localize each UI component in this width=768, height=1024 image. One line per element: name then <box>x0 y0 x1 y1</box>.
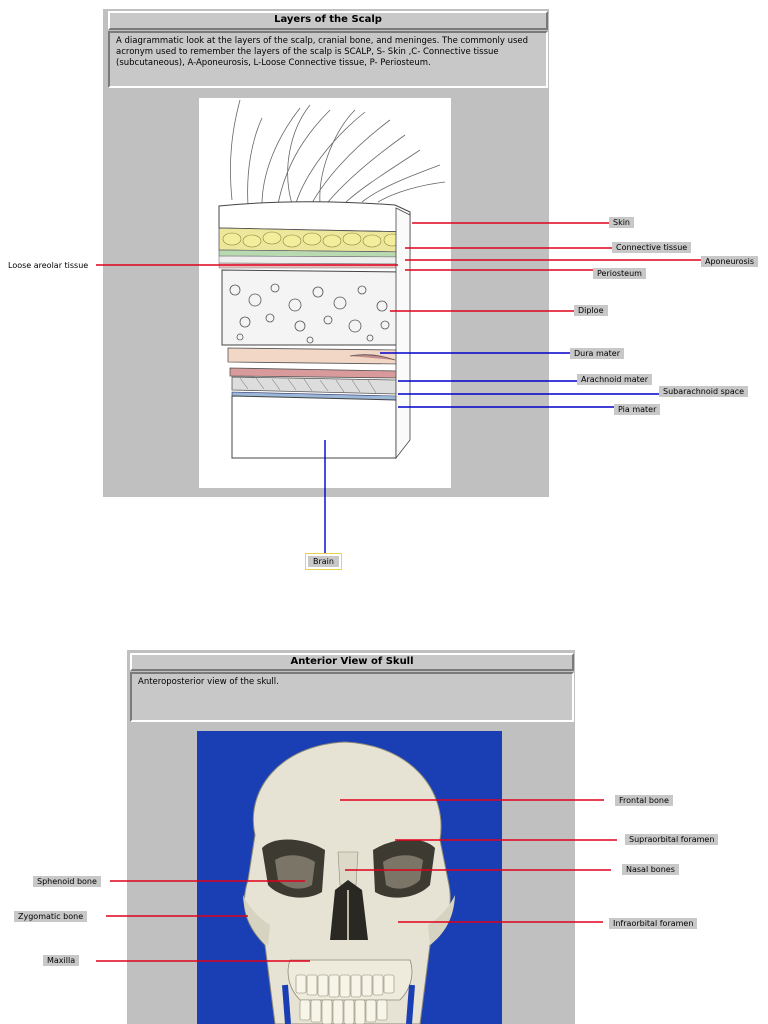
label-sphenoid-bone: Sphenoid bone <box>33 876 101 887</box>
label-brain: Brain <box>308 556 339 567</box>
label-frontal-bone: Frontal bone <box>615 795 673 806</box>
label-subarachnoid-space: Subarachnoid space <box>659 386 749 397</box>
label-dura-mater: Dura mater <box>570 348 625 359</box>
brain-label-box: Brain <box>305 553 342 570</box>
label-arachnoid-mater: Arachnoid mater <box>577 374 652 385</box>
label-aponeurosis: Aponeurosis <box>701 256 759 267</box>
label-pia-mater: Pia mater <box>614 404 661 415</box>
label-periosteum: Periosteum <box>593 268 646 279</box>
label-supraorbital-foramen: Supraorbital foramen <box>625 834 719 845</box>
label-loose-areolar-tissue: Loose areolar tissue <box>8 261 89 270</box>
label-connective-tissue: Connective tissue <box>612 242 692 253</box>
label-diploe: Diploe <box>574 305 608 316</box>
skull-title: Anterior View of Skull <box>130 653 574 671</box>
label-nasal-bones: Nasal bones <box>622 864 679 875</box>
scalp-title: Layers of the Scalp <box>108 11 548 30</box>
label-infraorbital-foramen: Infraorbital foramen <box>609 918 698 929</box>
skull-description: Anteroposterior view of the skull. <box>130 672 574 722</box>
label-skin: Skin <box>609 217 635 228</box>
label-maxilla: Maxilla <box>43 955 80 966</box>
label-zygomatic-bone: Zygomatic bone <box>14 911 88 922</box>
scalp-description: A diagrammatic look at the layers of the… <box>108 31 548 88</box>
